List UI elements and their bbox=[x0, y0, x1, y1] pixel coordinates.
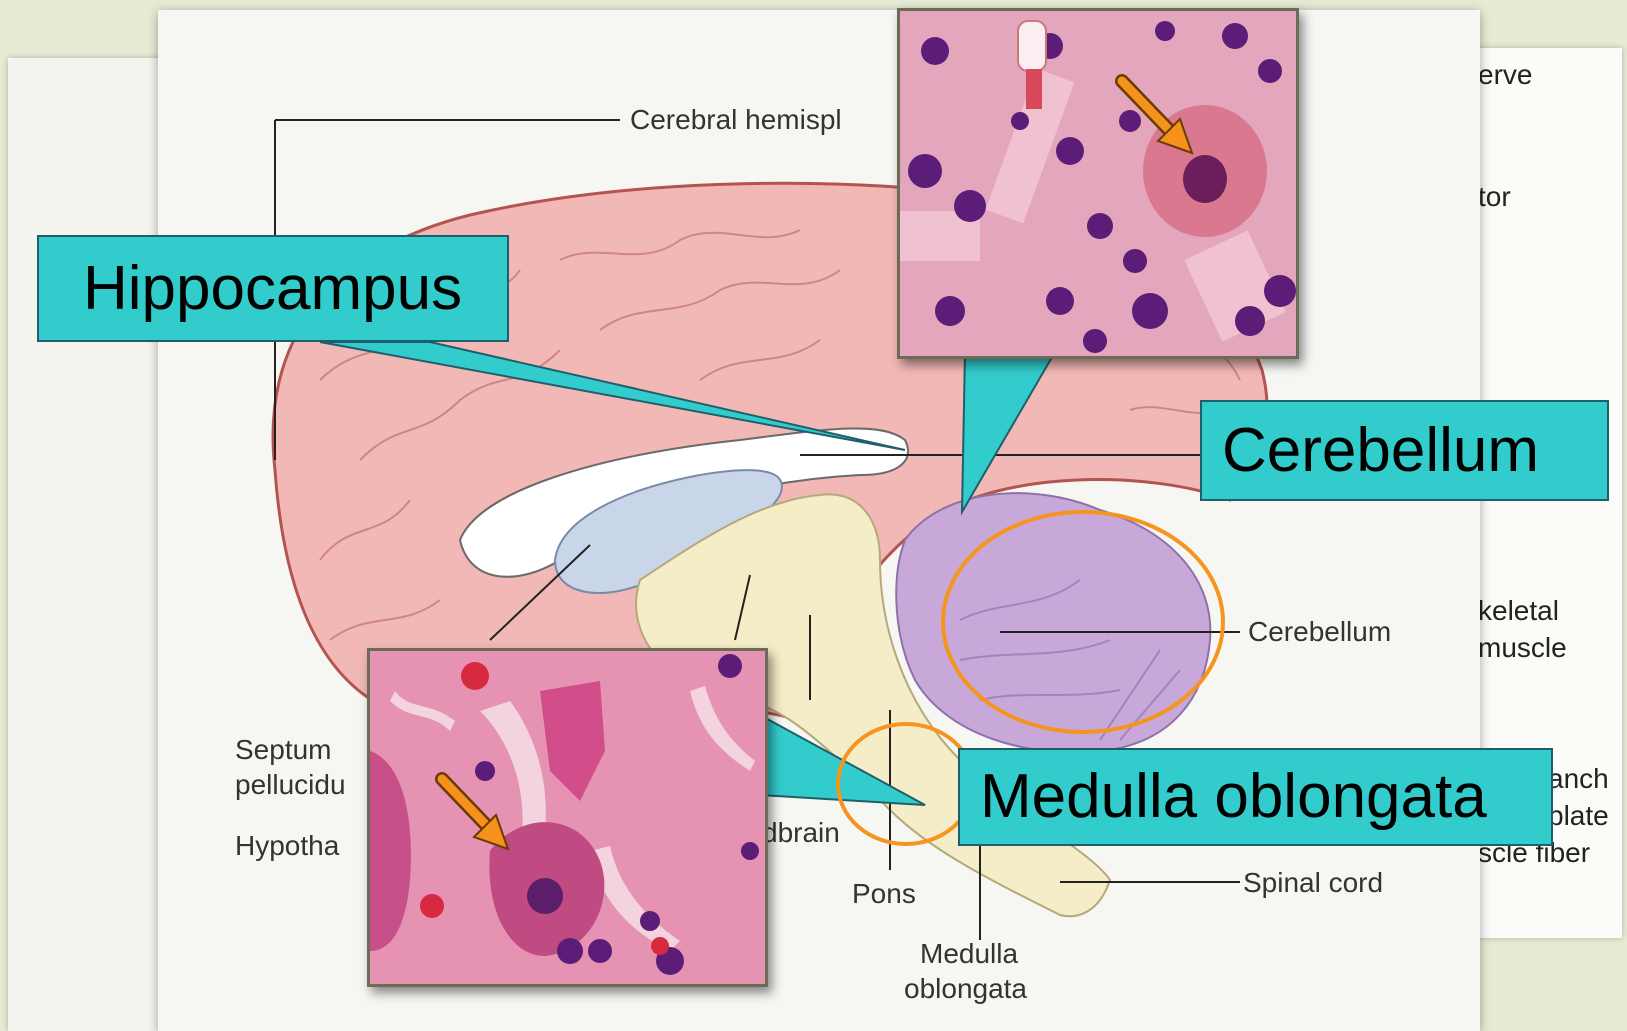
orange-arrow-icon bbox=[370, 651, 765, 984]
midbrain-label: dbrain bbox=[762, 817, 840, 849]
medulla-label: Medulla bbox=[920, 938, 1018, 970]
hippocampus-callout: Hippocampus bbox=[37, 235, 509, 342]
medulla-micrograph bbox=[367, 648, 768, 987]
medulla-oblongata-callout: Medulla oblongata bbox=[958, 748, 1553, 846]
cerebellum-label: Cerebellum bbox=[1248, 616, 1391, 648]
septum-label: pellucidu bbox=[235, 769, 346, 801]
spinal-cord-label: Spinal cord bbox=[1243, 867, 1383, 899]
cerebellum-micrograph bbox=[897, 8, 1299, 359]
orange-arrow-icon bbox=[900, 11, 1296, 356]
pons-label: Pons bbox=[852, 878, 916, 910]
cerebral-hemisphere-label: Cerebral hemispl bbox=[630, 104, 842, 136]
medulla-label: oblongata bbox=[904, 973, 1027, 1005]
cerebellum-callout: Cerebellum bbox=[1200, 400, 1609, 501]
septum-label: Septum bbox=[235, 734, 332, 766]
hypothalamus-label: Hypotha bbox=[235, 830, 339, 862]
